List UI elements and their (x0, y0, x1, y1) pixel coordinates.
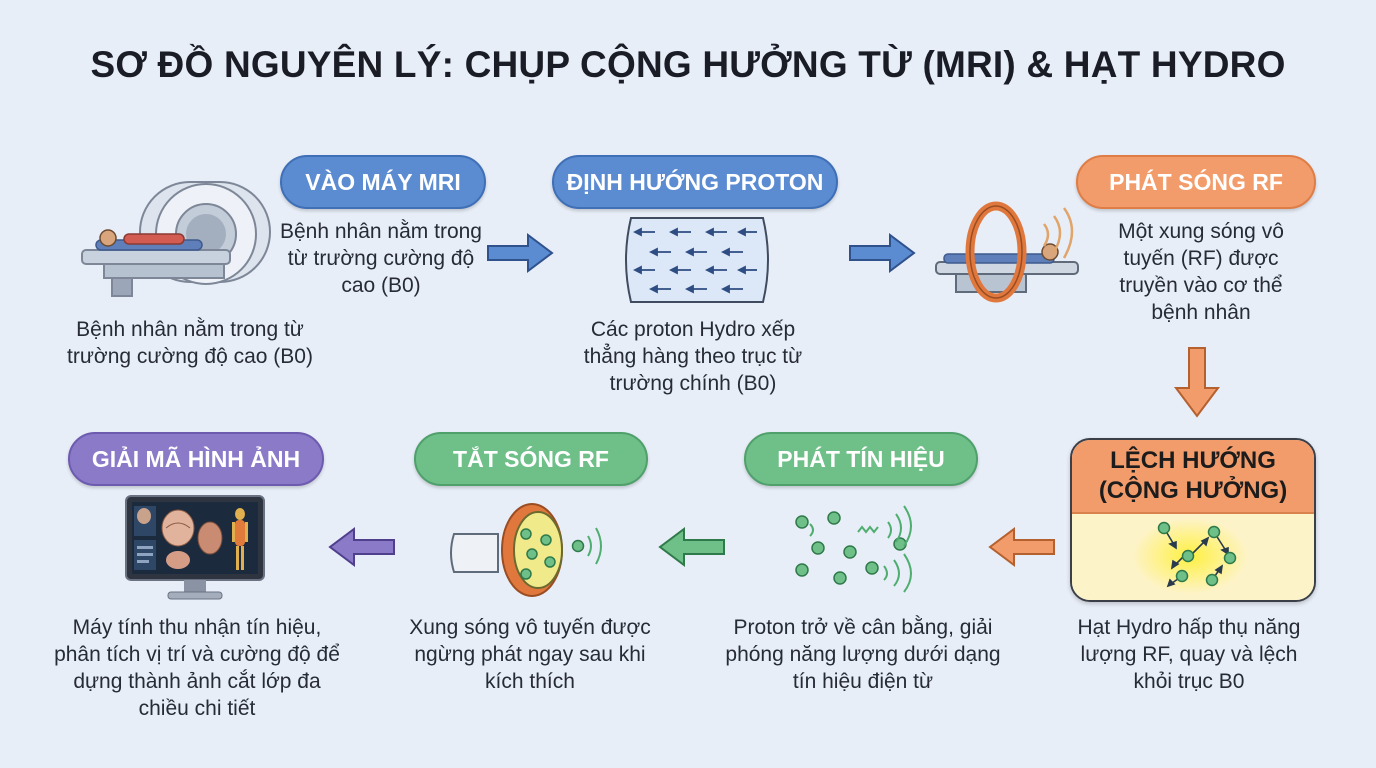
step-label-proton-alignment: ĐỊNH HƯỚNG PROTON (552, 155, 838, 209)
arrow-left-icon (328, 527, 395, 567)
arrow-left-icon (988, 527, 1055, 567)
rf-off-coil-icon (450, 503, 602, 597)
resonance-illustration (1072, 514, 1314, 600)
step-label-enter-mri: VÀO MÁY MRI (280, 155, 486, 209)
step-caption-resonance: Hạt Hydro hấp thụ năng lượng RF, quay và… (1077, 616, 1301, 693)
step-label-signal-emission: PHÁT TÍN HIỆU (744, 432, 978, 486)
mri-scanner-icon (81, 181, 271, 297)
signal-emission-icon (795, 505, 912, 593)
step-label-image-decoding: GIẢI MÃ HÌNH ẢNH (68, 432, 324, 486)
step-label-resonance: LỆCH HƯỚNG (CỘNG HƯỞNG) (1072, 440, 1314, 514)
computer-monitor-icon (125, 495, 265, 600)
rf-coil-patient-icon (935, 201, 1079, 303)
step-caption-proton-alignment: Các proton Hydro xếp thẳng hàng theo trụ… (583, 318, 803, 395)
resonance-panel: LỆCH HƯỚNG (CỘNG HƯỞNG) (1070, 438, 1316, 602)
step-caption-image-decoding: Máy tính thu nhận tín hiệu, phân tích vị… (54, 616, 340, 720)
arrow-down-icon (1174, 347, 1220, 418)
excited-protons-icon (1132, 518, 1248, 594)
step-desc-enter-mri: Bệnh nhân nằm trong từ trường cường độ c… (280, 220, 482, 297)
arrow-left-icon (658, 527, 725, 567)
step-desc-rf-pulse: Một xung sóng vô tuyến (RF) được truyền … (1118, 220, 1284, 324)
step-caption-signal-emission: Proton trở về cân bằng, giải phóng năng … (725, 616, 1001, 693)
arrow-right-icon (849, 233, 916, 273)
step-caption-rf-off: Xung sóng vô tuyến được ngừng phát ngay … (409, 616, 651, 693)
step-caption-enter-mri: Bệnh nhân nằm trong từ trường cường độ c… (67, 318, 313, 368)
arrow-right-icon (487, 233, 554, 273)
page-title: SƠ ĐỒ NGUYÊN LÝ: CHỤP CỘNG HƯỞNG TỪ (MRI… (90, 44, 1286, 85)
step-label-rf-pulse: PHÁT SÓNG RF (1076, 155, 1316, 209)
aligned-protons-icon (625, 217, 769, 303)
step-label-rf-off: TẮT SÓNG RF (414, 432, 648, 486)
